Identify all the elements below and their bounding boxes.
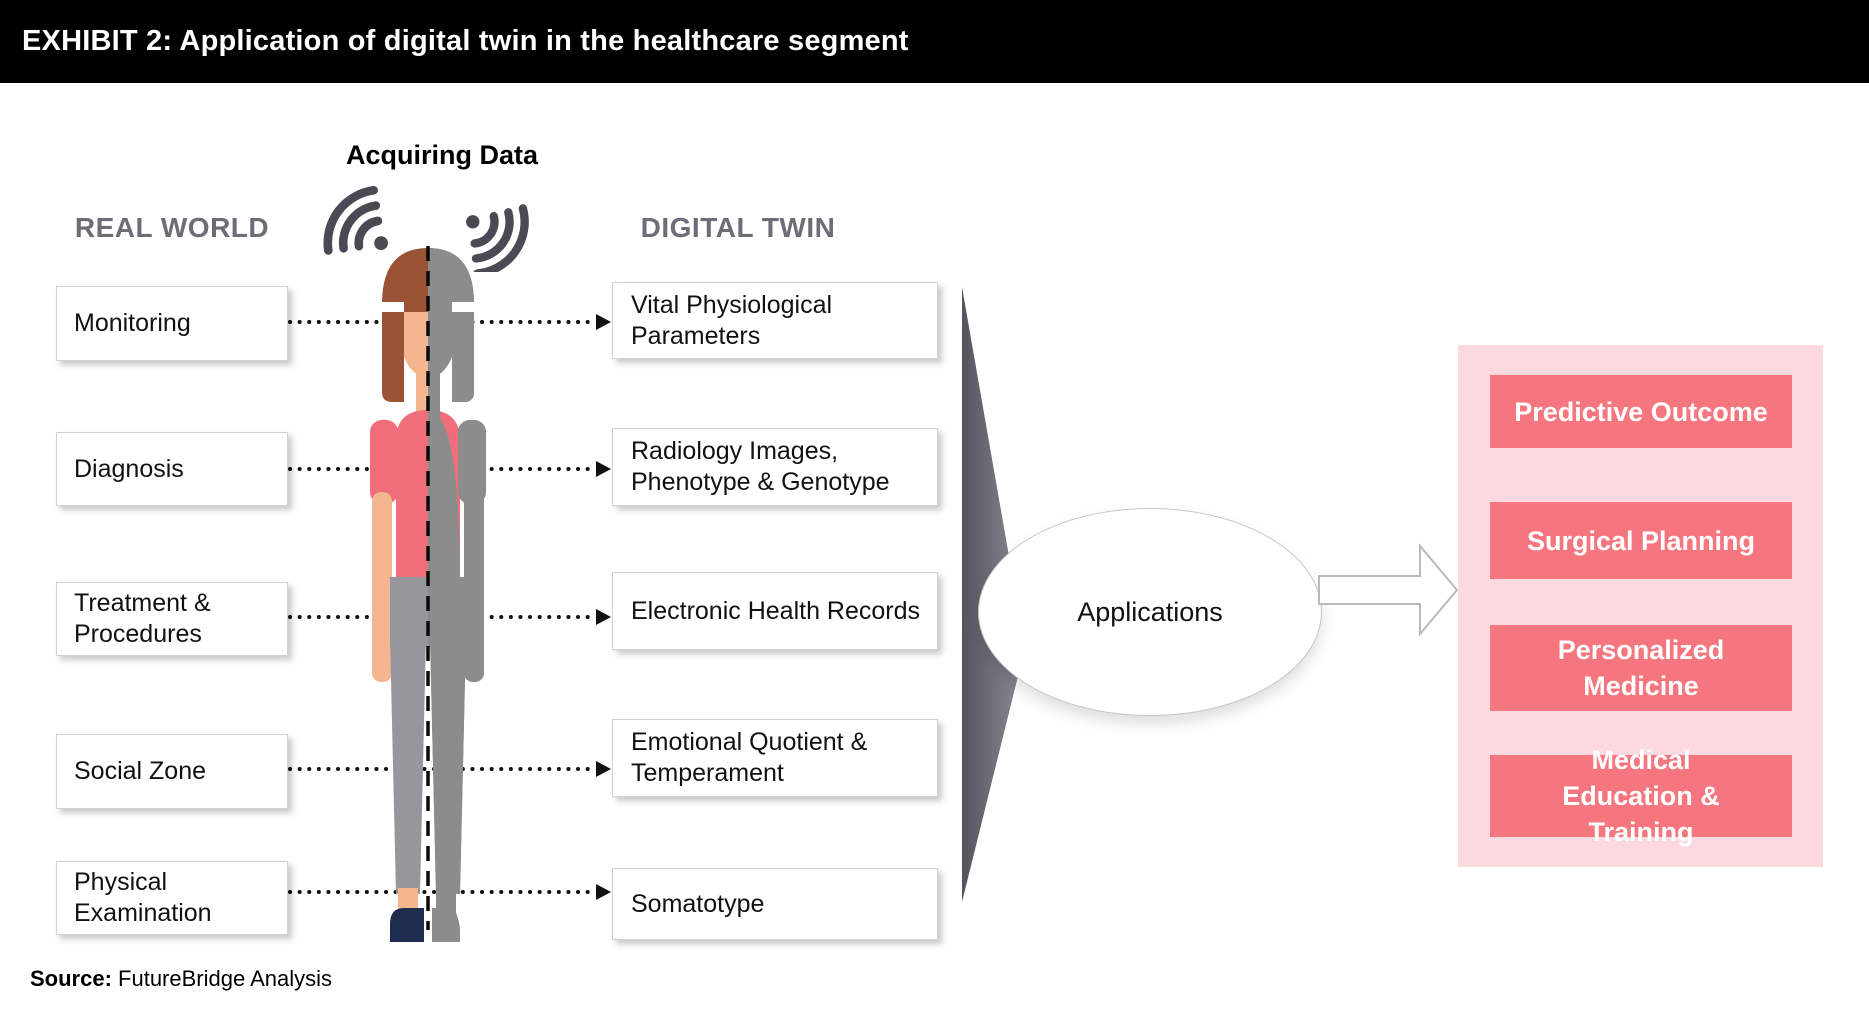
box-label: Diagnosis bbox=[74, 454, 184, 483]
box-label: Monitoring bbox=[74, 309, 191, 337]
outcome-medical-education: Medical Education & Training bbox=[1490, 745, 1792, 847]
digital-twin-box-emotional: Emotional Quotient & Temperament bbox=[612, 719, 938, 797]
wifi-signal-icon bbox=[466, 204, 529, 272]
real-world-label: REAL WORLD bbox=[74, 212, 270, 243]
box-label: Radiology Images, Phenotype & Genotype bbox=[631, 437, 890, 496]
outcome-predictive-outcome: Predictive Outcome bbox=[1490, 375, 1792, 448]
real-world-box-physical-exam: Physical Examination bbox=[56, 861, 288, 935]
outcome-label: Surgical Planning bbox=[1526, 525, 1756, 556]
digital-twin-box-somatotype: Somatotype bbox=[612, 868, 938, 940]
outcome-label: Medical Education & Training bbox=[1562, 745, 1720, 847]
real-world-box-social-zone: Social Zone bbox=[56, 734, 288, 809]
connector-arrowheads bbox=[596, 314, 611, 900]
acquiring-data-label: Acquiring Data bbox=[345, 140, 539, 170]
outcome-surgical-planning: Surgical Planning bbox=[1490, 502, 1792, 579]
box-label: Social Zone bbox=[74, 757, 207, 785]
digital-twin-box-vitals: Vital Physiological Parameters bbox=[612, 282, 938, 359]
real-world-box-treatment: Treatment & Procedures bbox=[56, 582, 288, 656]
digital-twin-box-ehr: Electronic Health Records bbox=[612, 572, 938, 650]
right-block-arrow-icon bbox=[1318, 543, 1459, 637]
applications-label: Applications bbox=[1077, 596, 1223, 627]
wifi-signal-icon bbox=[323, 185, 388, 255]
exhibit-title: EXHIBIT 2: Application of digital twin i… bbox=[22, 25, 909, 57]
box-label: Physical Examination bbox=[74, 868, 212, 927]
applications-ellipse: Applications bbox=[978, 508, 1322, 716]
source-text: FutureBridge Analysis bbox=[111, 966, 333, 991]
half-real-half-twin-figure bbox=[370, 248, 486, 942]
box-label: Vital Physiological Parameters bbox=[631, 290, 833, 350]
digital-twin-box-radiology: Radiology Images, Phenotype & Genotype bbox=[612, 428, 938, 506]
box-label: Emotional Quotient & Temperament bbox=[631, 728, 868, 787]
source-prefix: Source: bbox=[30, 966, 112, 991]
digital-twin-label: DIGITAL TWIN bbox=[640, 212, 836, 243]
exhibit-header: EXHIBIT 2: Application of digital twin i… bbox=[0, 0, 1869, 83]
outcome-label: Predictive Outcome bbox=[1514, 396, 1768, 427]
real-world-box-diagnosis: Diagnosis bbox=[56, 432, 288, 506]
outcome-label: Personalized Medicine bbox=[1557, 635, 1725, 701]
box-label: Somatotype bbox=[631, 889, 765, 918]
source-note: Source: FutureBridge Analysis bbox=[30, 966, 332, 992]
box-label: Treatment & Procedures bbox=[74, 589, 211, 648]
box-label: Electronic Health Records bbox=[631, 596, 921, 625]
real-world-box-monitoring: Monitoring bbox=[56, 286, 288, 361]
outcome-personalized-medicine: Personalized Medicine bbox=[1490, 625, 1792, 711]
digital-twin-silhouette bbox=[428, 248, 486, 942]
